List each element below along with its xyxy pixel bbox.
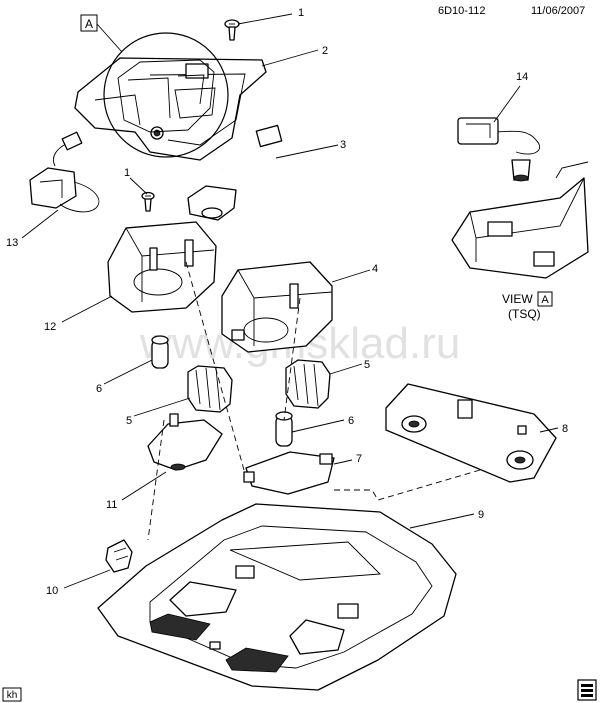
- part-lens-bracket-7: [243, 451, 335, 495]
- callout-3: 3: [340, 139, 346, 151]
- callout-5-left: 5: [126, 415, 132, 427]
- part-screw-top: [224, 19, 240, 41]
- callout-2: 2: [322, 45, 328, 57]
- part-clip-10: [105, 539, 133, 573]
- svg-text:kh: kh: [7, 690, 18, 701]
- callout-10: 10: [46, 585, 58, 597]
- callout-5-right: 5: [364, 359, 370, 371]
- callout-8: 8: [562, 423, 568, 435]
- magnifier-circle: [103, 32, 229, 158]
- view-label-letter-box: A: [537, 291, 553, 307]
- document-code: 6D10-112: [438, 5, 486, 17]
- callout-13: 13: [6, 237, 18, 249]
- alignment-dashed-lines: [147, 261, 481, 541]
- callout-1-top: 1: [298, 7, 304, 19]
- callout-14: 14: [516, 71, 528, 83]
- part-connector-13: [29, 131, 100, 213]
- part-reflector-right: [285, 359, 331, 409]
- document-date: 11/06/2007: [531, 5, 585, 17]
- part-reading-lamp-8: [385, 383, 557, 483]
- svg-text:A: A: [541, 294, 549, 306]
- footer-initials-box: kh: [2, 687, 22, 702]
- callout-11: 11: [106, 499, 117, 511]
- callout-6-right: 6: [348, 415, 354, 427]
- callout-7: 7: [356, 453, 362, 465]
- callout-6-left: 6: [96, 383, 102, 395]
- view-label-word: VIEW: [502, 292, 533, 306]
- part-housing-left: [107, 221, 217, 313]
- part-lamp-socket: [187, 185, 237, 221]
- part-wiring-harness: [221, 124, 283, 193]
- part-lens-11: [147, 413, 223, 471]
- part-housing-center: [221, 261, 333, 353]
- part-bulb-left: [151, 335, 169, 369]
- view-a-inset: [451, 117, 589, 279]
- callout-12: 12: [44, 321, 56, 333]
- console-vent-grilles: [149, 613, 289, 673]
- callout-leader-lines: [21, 13, 559, 589]
- svg-text:A: A: [85, 17, 93, 31]
- part-roof-bracket: [74, 57, 267, 161]
- part-screw-mid: [141, 191, 155, 212]
- callout-9: 9: [478, 509, 484, 521]
- detail-tag-box: A: [80, 14, 123, 53]
- footer-logo-icon: [577, 679, 597, 701]
- callout-1-mid: 1: [124, 167, 130, 179]
- callout-4: 4: [372, 263, 378, 275]
- view-label-variant: (TSQ): [508, 307, 541, 321]
- part-reflector-left: [187, 365, 233, 413]
- part-overhead-console-9: [97, 503, 457, 691]
